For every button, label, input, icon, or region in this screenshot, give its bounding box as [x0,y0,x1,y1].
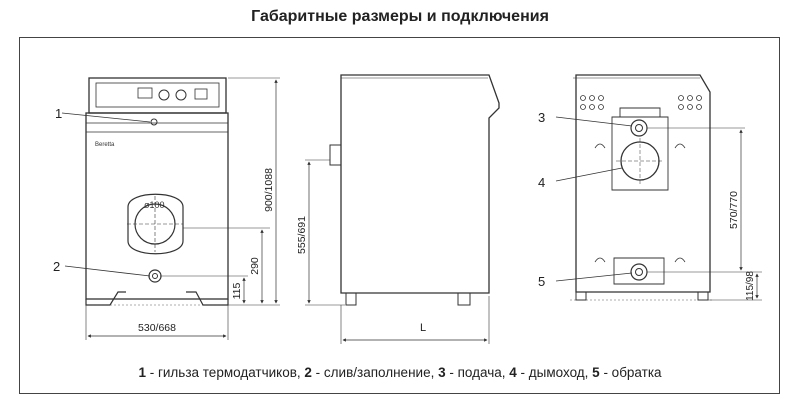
callout-5: 5 [538,274,545,289]
dim-rear-height: 570/770 [728,191,740,229]
callout-5-leader [555,272,633,282]
legend-num-1: 1 [138,365,146,380]
legend-text-5: - обратка [599,365,662,380]
boiler-body-front [85,112,229,300]
legend-num-3: 3 [438,365,446,380]
drain-connection-icon [148,269,162,283]
dim-flue-height: 290 [249,257,261,275]
callout-2: 2 [53,259,60,274]
legend-num-4: 4 [509,365,517,380]
legend: 1 - гильза термодатчиков, 2 - слив/запол… [0,365,800,380]
display-icon [137,87,153,99]
control-panel-inner [95,82,220,108]
supply-connection-icon [630,119,648,137]
callout-4-leader [555,167,623,182]
callout-3-leader [555,116,633,127]
flue-housing [127,193,184,255]
legend-num-2: 2 [304,365,312,380]
thermostat-knob-icon [158,89,170,101]
switch-icon [194,88,208,100]
callout-2-leader [64,265,151,277]
callout-1-leader [61,112,151,123]
legend-text-3: - подача, [445,365,510,380]
temperature-gauge-icon [175,89,187,101]
dim-drain-height: 115 [231,282,243,299]
sensor-sleeve-icon [150,118,158,126]
boiler-body-rear [575,74,711,293]
callout-4: 4 [538,175,545,190]
dim-total-height: 900/1088 [263,168,275,212]
flue-diameter-label: ø100 [144,200,165,210]
callout-1: 1 [55,106,62,121]
legend-text-1: - гильза термодатчиков, [145,365,305,380]
dim-width: 530/668 [138,322,176,334]
flue-spigot-icon [329,144,342,166]
drawing-frame [19,37,780,394]
rear-view: 3 4 5 570/770 115/98 [538,74,762,301]
callout-3: 3 [538,110,545,125]
page-title: Габаритные размеры и подключения [251,8,549,25]
legend-num-5: 5 [592,365,600,380]
dim-rear-bottom: 115/98 [745,271,756,301]
boiler-body-side [340,74,500,294]
side-view: 555/691 L [296,74,500,344]
vent-holes [580,95,702,110]
front-view: Beretta ø100 1 2 900/1088 290 115 530/66 [53,77,280,340]
brand-label: Beretta [95,142,115,148]
legend-text-4: - дымоход, [516,365,593,380]
dim-length: L [420,322,426,334]
return-connection-icon [630,263,648,281]
dim-side-height: 555/691 [296,216,308,254]
legend-text-2: - слив/заполнение, [311,365,439,380]
